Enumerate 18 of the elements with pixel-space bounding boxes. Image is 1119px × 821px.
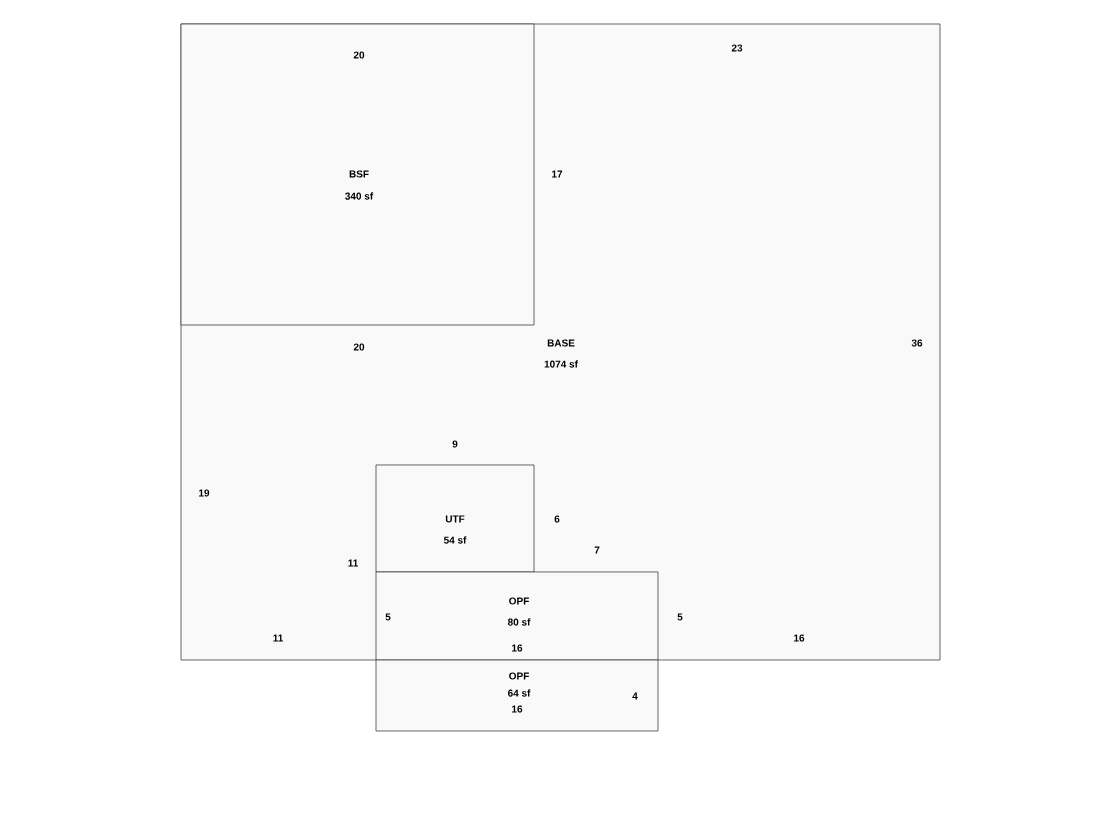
dimension-label: 7 (594, 546, 600, 554)
dimension-label: 16 (512, 644, 523, 652)
dimension-label: 6 (554, 515, 560, 523)
dimension-label: 16 (794, 634, 805, 642)
dimension-label: 19 (199, 489, 210, 497)
dimension-label: 11 (348, 559, 358, 567)
dimension-label: 4 (632, 692, 638, 700)
dimension-label: 9 (452, 440, 458, 448)
dimension-label: 20 (353, 51, 365, 59)
room-outline: UTF 54 sf (375, 464, 535, 573)
dimension-label: 17 (552, 170, 563, 178)
dimension-label: 11 (273, 634, 283, 642)
dimension-label: 5 (677, 613, 683, 621)
dimension-label: 5 (385, 613, 391, 621)
dimension-label: 16 (512, 705, 523, 713)
dimension-label: 20 (353, 343, 365, 351)
dimension-label: 23 (731, 44, 743, 52)
dimension-label: 36 (911, 339, 923, 347)
